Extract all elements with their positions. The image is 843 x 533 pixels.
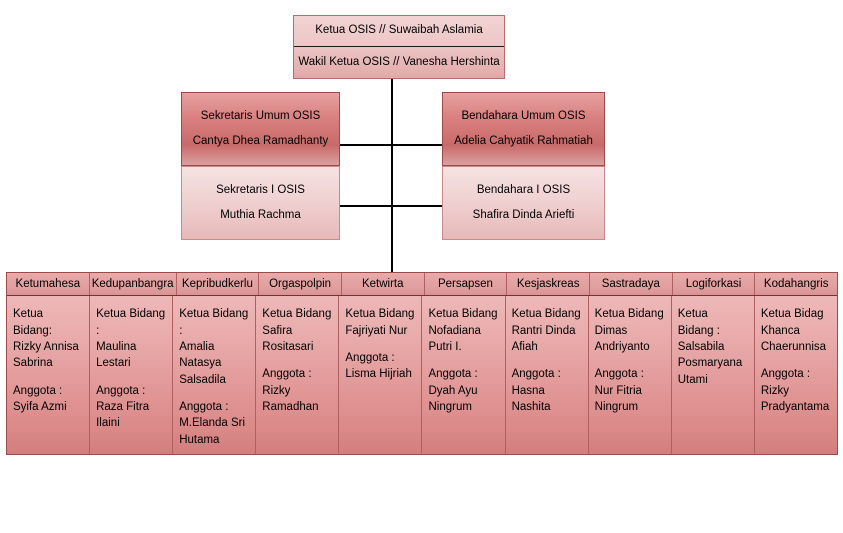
division-header-5[interactable]: Ketwirta <box>342 273 425 296</box>
division-member-name-7: Anggota : Hasna Nashita <box>511 368 561 414</box>
division-member-name-2: Anggota : Raza Fitra Ilaini <box>96 384 150 430</box>
division-head-name-2: Ketua Bidang : Maulina Lestari <box>96 308 166 370</box>
spacer <box>761 355 831 366</box>
division-cell-9[interactable]: Ketua Bidang : Salsabila Posmaryana Utam… <box>672 296 755 454</box>
spacer <box>595 355 665 366</box>
division-member-name-4: Anggota : Rizky Ramadhan <box>262 368 319 414</box>
division-head-name-7: Ketua Bidang Rantri Dinda Afiah <box>511 308 581 354</box>
bendahara-umum-name: Adelia Cahyatik Rahmatiah <box>454 134 593 147</box>
sekretaris-satu-name: Muthia Rachma <box>220 208 301 221</box>
spacer <box>428 355 498 366</box>
bendahara-satu-name: Shafira Dinda Ariefti <box>472 208 575 221</box>
sekretaris-satu-title: Sekretaris I OSIS <box>216 183 305 196</box>
wakil-ketua-osis-row: Wakil Ketua OSIS // Vanesha Hershinta <box>294 47 504 78</box>
division-header-4[interactable]: Orgaspolpin <box>259 273 342 296</box>
spacer <box>262 355 332 366</box>
division-head-name-4: Ketua Bidang Safira Rositasari <box>262 308 332 354</box>
division-member-name-6: Anggota : Dyah Ayu Ningrum <box>428 368 478 414</box>
node-bendahara-satu[interactable]: Bendahara I OSIS Shafira Dinda Ariefti <box>442 166 605 240</box>
node-sekretaris-umum[interactable]: Sekretaris Umum OSIS Cantya Dhea Ramadha… <box>181 92 340 166</box>
division-member-name-8: Anggota : Nur Fitria Ningrum <box>594 368 644 414</box>
bendahara-satu-title: Bendahara I OSIS <box>476 183 571 196</box>
division-head-name-1: Ketua Bidang: Rizky Annisa Sabrina <box>13 308 79 370</box>
division-member-name-5: Anggota : Lisma Hijriah <box>345 352 412 381</box>
division-header-1[interactable]: Ketumahesa <box>7 273 90 296</box>
division-head-name-10: Ketua Bidag Khanca Chaerunnisa <box>760 308 827 354</box>
spacer <box>179 388 249 399</box>
division-header-9[interactable]: Logiforkasi <box>673 273 756 296</box>
spacer <box>345 339 415 350</box>
division-head-name-3: Ketua Bidang : Amalia Natasya Salsadila <box>179 308 249 386</box>
ketua-osis-row: Ketua OSIS // Suwaibah Aslamia <box>294 16 504 47</box>
wakil-ketua-osis-label: Wakil Ketua OSIS // Vanesha Hershinta <box>298 55 500 68</box>
sekretaris-umum-name: Cantya Dhea Ramadhanty <box>192 134 329 147</box>
division-header-8[interactable]: Sastradaya <box>590 273 673 296</box>
division-head-name-9: Ketua Bidang : Salsabila Posmaryana Utam… <box>677 308 743 386</box>
division-head-name-6: Ketua Bidang Nofadiana Putri I. <box>428 308 498 354</box>
division-cell-6[interactable]: Ketua Bidang Nofadiana Putri I. Anggota :… <box>422 296 506 454</box>
sekretaris-umum-title: Sekretaris Umum OSIS <box>200 109 321 122</box>
division-header-10[interactable]: Kodahangris <box>763 278 829 291</box>
bendahara-umum-title: Bendahara Umum OSIS <box>461 109 586 122</box>
connector-crossbar-upper <box>339 144 444 146</box>
division-member-name-3: Anggota : M.Elanda Sri Hutama <box>179 401 246 446</box>
division-member-name-10: Anggota : Rizky Pradyantama <box>760 368 830 414</box>
connector-crossbar-lower <box>339 205 444 207</box>
division-header-2[interactable]: Kedupanbangra <box>90 273 177 296</box>
spacer <box>96 372 166 383</box>
node-ketua-osis[interactable]: Ketua OSIS // Suwaibah Aslamia Wakil Ket… <box>293 15 505 79</box>
division-header-7[interactable]: Kesjaskreas <box>507 273 590 296</box>
node-bendahara-umum[interactable]: Bendahara Umum OSIS Adelia Cahyatik Rahm… <box>442 92 605 166</box>
ketua-osis-label: Ketua OSIS // Suwaibah Aslamia <box>315 24 483 37</box>
division-head-name-8: Ketua Bidang Dimas Andriyanto <box>594 308 664 354</box>
division-member-name-1: Anggota : Syifa Azmi <box>13 384 67 414</box>
division-header-3[interactable]: Kepribudkerlu <box>177 273 260 296</box>
division-head-name-5: Ketua Bidang Fajriyati Nur <box>345 308 415 337</box>
spacer <box>13 372 83 383</box>
spacer <box>512 355 582 366</box>
connector-vertical-main <box>391 79 393 272</box>
division-header-6[interactable]: Persapsen <box>425 273 508 296</box>
node-sekretaris-satu[interactable]: Sekretaris I OSIS Muthia Rachma <box>181 166 340 240</box>
